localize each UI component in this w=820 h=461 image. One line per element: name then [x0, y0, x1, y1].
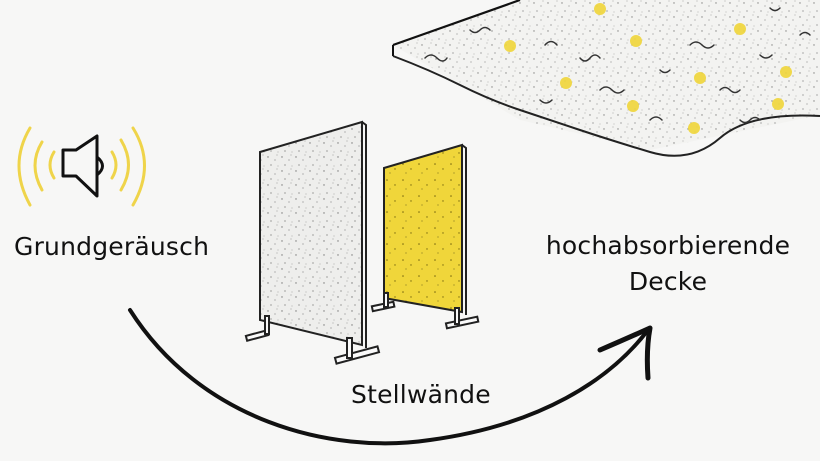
curved-flow-arrow [128, 308, 653, 446]
free-standing-partition-walls [244, 120, 480, 365]
speaker-sound-waves-icon [17, 126, 146, 207]
label-partition-walls: Stellwände [351, 380, 491, 409]
label-absorbing-ceiling-line2: Decke [628, 267, 708, 296]
label-absorbing-ceiling-line1: hochabsorbierende [545, 231, 791, 260]
label-background-noise: Grundgeräusch [14, 232, 210, 261]
acoustic-ceiling-panel [392, 0, 820, 157]
label-absorbing-ceiling: hochabsorbierende Decke [544, 228, 792, 300]
